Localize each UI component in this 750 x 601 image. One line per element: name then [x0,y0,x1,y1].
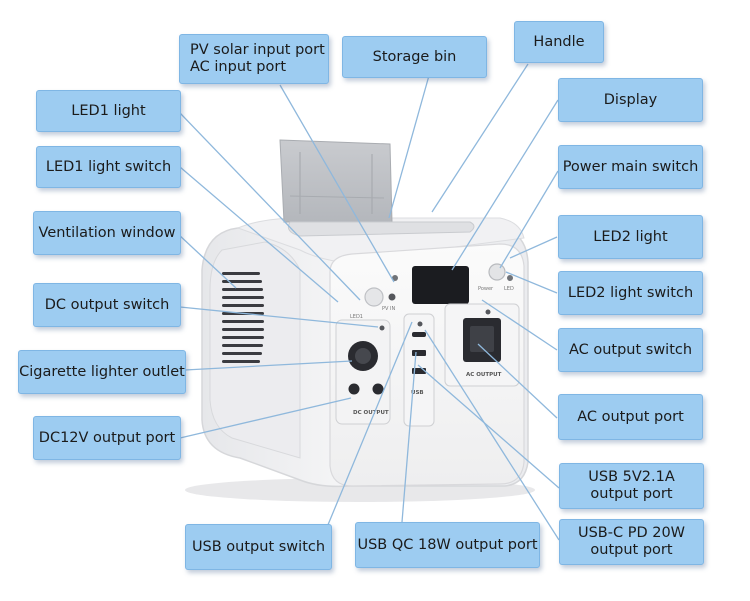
label-led1-switch-text: LED1 light switch [45,158,172,175]
label-pv-ac-input: PV solar input port AC input port [179,34,329,84]
usb-marking: USB [411,390,424,396]
label-cigarette-outlet: Cigarette lighter outlet [18,350,186,394]
led1-marking: LED1 [350,314,363,320]
label-led2-switch: LED2 light switch [558,271,703,315]
label-usb-qc: USB QC 18W output port [355,522,540,568]
label-dc12v-port-text: DC12V output port [38,429,176,446]
label-led2-switch-text: LED2 light switch [567,284,694,301]
led2-marking: LED [504,286,514,292]
led1-switch [388,293,396,301]
dc12v-port-2 [372,383,384,395]
display-screen [412,266,469,304]
label-storage-bin: Storage bin [342,36,487,78]
label-led2-light: LED2 light [558,215,703,259]
label-usb-5v-line1: USB 5V2.1A [588,469,675,485]
label-ac-output-port: AC output port [558,394,703,440]
label-usb-c-pd: USB-C PD 20W output port [559,519,704,565]
label-usb-c-pd-line2: output port [590,542,673,558]
led1-light [364,287,384,307]
led2-switch [507,275,513,281]
label-storage-bin-text: Storage bin [372,48,457,65]
dc-output-panel [335,319,391,425]
label-power-main-switch: Power main switch [558,145,703,189]
label-cigarette-outlet-text: Cigarette lighter outlet [19,363,185,380]
ac-output-marking: AC OUTPUT [466,372,502,378]
label-usb-qc-text: USB QC 18W output port [357,536,538,553]
pv-ac-input-port [392,275,398,281]
label-display: Display [558,78,703,122]
label-ventilation: Ventilation window [33,211,181,255]
label-ac-output-switch: AC output switch [558,328,703,372]
label-dc12v-port: DC12V output port [33,416,181,460]
usb-qc-port [412,350,426,356]
ac-output-switch [485,309,491,315]
label-handle-text: Handle [533,33,585,50]
dc-output-marking: DC OUTPUT [353,410,389,416]
label-power-main-switch-text: Power main switch [562,158,699,175]
label-led1-light: LED1 light [36,90,181,132]
label-ventilation-text: Ventilation window [38,224,176,241]
dc-output-switch [379,325,385,331]
label-usb-5v: USB 5V2.1A output port [559,463,704,509]
usb-c-port [412,332,426,337]
label-led2-light-text: LED2 light [593,228,668,245]
label-dc-output-switch: DC output switch [33,283,181,327]
pv-in-marking: PV IN [382,306,395,312]
usb-output-switch [417,321,423,327]
label-pv-ac-input-line1: PV solar input port [190,42,325,58]
label-led1-switch: LED1 light switch [36,146,181,188]
label-pv-ac-input-line2: AC input port [190,59,287,75]
power-main-switch [488,263,506,281]
label-led1-light-text: LED1 light [71,102,146,119]
power-marking: Power [478,286,494,292]
label-dc-output-switch-text: DC output switch [44,296,170,313]
label-usb-c-pd-line1: USB-C PD 20W [577,525,686,541]
label-usb-output-switch-text: USB output switch [191,538,326,555]
cigarette-lighter-inner [355,348,371,364]
label-ac-output-switch-text: AC output switch [568,341,693,358]
label-display-text: Display [603,91,658,108]
label-usb-5v-line2: output port [590,486,673,502]
label-usb-output-switch: USB output switch [185,524,332,570]
label-ac-output-port-text: AC output port [577,408,684,425]
leader-lines [177,63,560,541]
dc12v-port-1 [348,383,360,395]
label-handle: Handle [514,21,604,63]
ac-socket-face [470,326,494,352]
